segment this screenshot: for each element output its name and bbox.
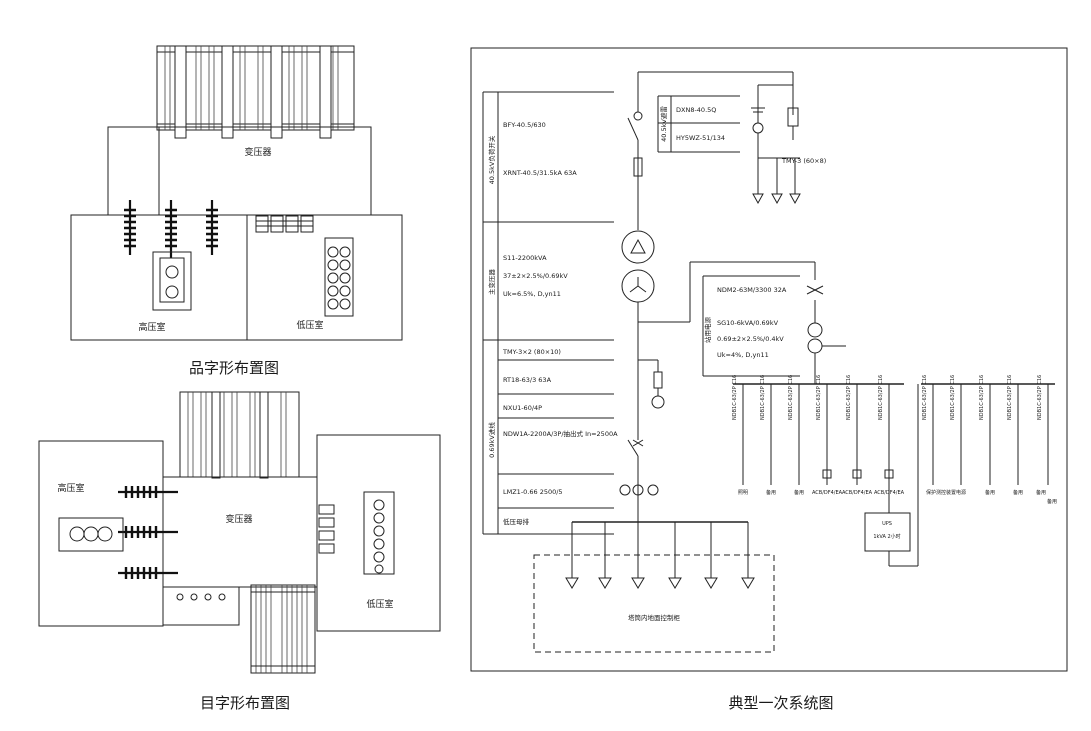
spec-ct: LMZ1-0.66 2500/5: [503, 488, 563, 496]
load-left-6: ACB/DF4/EA: [874, 490, 905, 496]
spec-aux-ratio: 0.69±2×2.5%/0.4kV: [717, 335, 784, 343]
spec-arrester-2: HY5WZ-51/134: [676, 134, 725, 142]
load-right-4: 备用: [1036, 489, 1046, 496]
pin-transformer-label: 变压器: [244, 146, 271, 158]
main-transformer-primary: [621, 230, 655, 264]
mcb-right-4: NDB1C-63/2P C16: [1007, 375, 1013, 420]
section-hv-label: 40.5kV负荷开关: [487, 135, 496, 184]
mu-transformer-label: 变压器: [225, 513, 252, 525]
ups-box: [864, 512, 911, 552]
pin-lv-bushings: [255, 215, 314, 233]
pin-hv-bushings: [124, 200, 218, 258]
ups-label: UPS: [882, 521, 892, 527]
spec-lv-busbar: 低压母排: [503, 517, 530, 526]
mcb-right-2: NDB1C-63/2P C16: [950, 375, 956, 420]
spec-aux-breaker: NDM2-63M/3300 32A: [717, 286, 787, 294]
mcb-left-5: NDB1C-63/2P C16: [846, 375, 852, 420]
load-left-4: ACB/DF4/EA: [812, 490, 843, 496]
left-feeders: [742, 384, 894, 485]
mu-radiator-top: [179, 391, 300, 479]
mu-layout-caption: 目字形布置图: [200, 694, 290, 712]
pin-hv-room-label: 高压室: [138, 321, 165, 333]
spec-transformer-ratio: 37±2×2.5%/0.69kV: [503, 272, 568, 280]
load-right-5: 备用: [1047, 498, 1057, 505]
pin-radiator: [156, 45, 355, 139]
mu-transformer-box: [162, 476, 318, 588]
mcb-right-5: NDB1C-63/2P C16: [1037, 375, 1043, 420]
mcb-left-2: NDB1C-63/2P C16: [760, 375, 766, 420]
arrester-section-label: 40.5kV避雷: [659, 106, 668, 142]
pin-hv-room: [70, 214, 248, 341]
aux-section-label: 站用电源: [703, 317, 712, 344]
mu-bottom-bushings: [176, 593, 226, 601]
spec-breaker: NDW1A-2200A/3P/抽出式 In=2500A: [503, 429, 618, 438]
load-left-2: 备用: [766, 489, 776, 496]
cable-feeders: [565, 522, 755, 589]
mu-layout-drawing: [38, 391, 441, 674]
mcb-left-3: NDB1C-63/2P C16: [788, 375, 794, 420]
mcb-right-3: NDB1C-63/2P C16: [979, 375, 985, 420]
spec-transformer-impedance: Uk=6.5%, D,yn11: [503, 290, 561, 298]
right-feeders: [917, 384, 1049, 566]
mcb-left-1: NDB1C-63/2P C16: [732, 375, 738, 420]
spec-fuse-lv: RT18-63/3 63A: [503, 376, 552, 384]
spec-load-switch: BFY-40.5/630: [503, 121, 546, 129]
ups-sub-label: 1kVA 2小时: [873, 533, 900, 540]
pin-hv-switchgear: [152, 251, 192, 311]
spec-arrester-busbar: TMY-3 (60×8): [781, 157, 826, 165]
spec-spd: NXU1-60/4P: [503, 404, 542, 412]
mu-hv-switchgear: [58, 517, 124, 552]
sld-frame: [470, 47, 1068, 672]
section-transformer-label: 主变压器: [487, 269, 496, 296]
load-left-3: 备用: [794, 489, 804, 496]
mcb-left-4: NDB1C-63/2P C16: [816, 375, 822, 420]
pin-lv-room-label: 低压室: [296, 319, 323, 331]
mu-lv-panel: [363, 491, 395, 575]
load-left-1: 照明: [738, 490, 748, 496]
pin-layout-drawing: [70, 45, 403, 341]
spec-arrester-1: DXN8-40.5Q: [676, 106, 716, 114]
pin-layout-caption: 品字形布置图: [189, 359, 279, 377]
load-right-2: 备用: [985, 489, 995, 496]
mu-hv-bushings: [118, 486, 178, 579]
single-line-diagram: [470, 47, 1068, 672]
mu-lv-bushings: [318, 504, 335, 554]
load-left-5: ACB/DF4/EA: [842, 490, 873, 496]
mu-radiator-bottom: [250, 584, 316, 674]
mcb-right-1: NDB1C-63/2P C16: [922, 375, 928, 420]
pin-lv-room: [246, 214, 403, 341]
mu-hv-room-label: 高压室: [57, 482, 84, 494]
spec-transformer-rating: S11-2200kVA: [503, 254, 547, 262]
tower-cabinet-label: 塔筒内地面控制柜: [628, 613, 681, 622]
sld-caption: 典型一次系统图: [728, 694, 833, 712]
spec-busbar: TMY-3×2 (80×10): [502, 348, 561, 356]
load-right-1: 保护测控装置电源: [926, 489, 966, 496]
load-right-3: 备用: [1013, 489, 1023, 496]
spec-fuse: XRNT-40.5/31.5kA 63A: [503, 169, 577, 177]
mcb-left-6: NDB1C-63/2P C16: [878, 375, 884, 420]
mu-lv-room: [316, 434, 441, 632]
tower-cabinet-box: [533, 554, 775, 653]
pin-lv-panel: [324, 237, 354, 317]
section-lv-label: 0.69kV进线: [487, 422, 496, 458]
pin-transformer-box: [107, 126, 372, 216]
mu-lv-room-label: 低压室: [366, 598, 393, 610]
spec-aux-transformer: SG10-6kVA/0.69kV: [717, 319, 779, 327]
spec-aux-impedance: Uk=4%, D,yn11: [717, 351, 769, 359]
